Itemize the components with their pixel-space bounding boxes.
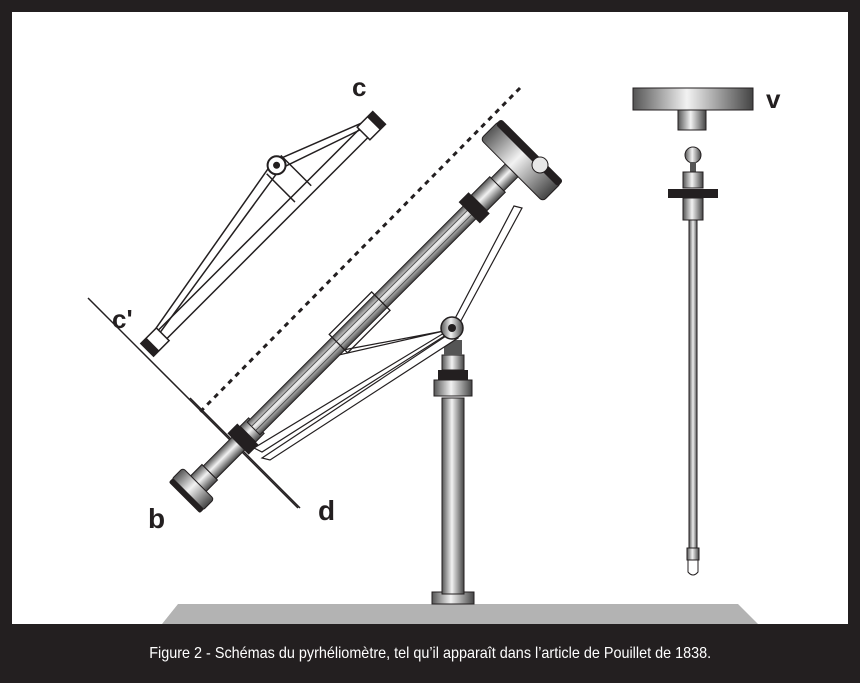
label-c-prime: c' xyxy=(112,304,133,334)
label-d: d xyxy=(318,495,335,526)
stand-post xyxy=(431,340,475,605)
disc-v xyxy=(632,87,754,111)
tube-end-knob xyxy=(531,156,549,174)
line-b xyxy=(189,397,301,509)
thermometer-instrument xyxy=(632,87,754,576)
label-b: b xyxy=(148,503,165,534)
caption-bar: Figure 2 - Schémas du pyrhéliomètre, tel… xyxy=(0,624,860,683)
shadow-frame xyxy=(139,110,387,358)
base-plate xyxy=(162,604,758,624)
pivot-center xyxy=(448,324,456,332)
label-c: c xyxy=(352,72,366,102)
dashed-reference-line xyxy=(198,86,522,414)
figure-caption: Figure 2 - Schémas du pyrhéliomètre, tel… xyxy=(149,644,711,662)
pyrheliometer-tube xyxy=(169,119,563,513)
label-v: v xyxy=(766,84,781,114)
support-struts xyxy=(252,205,523,461)
line-c-prime-d xyxy=(87,297,299,509)
